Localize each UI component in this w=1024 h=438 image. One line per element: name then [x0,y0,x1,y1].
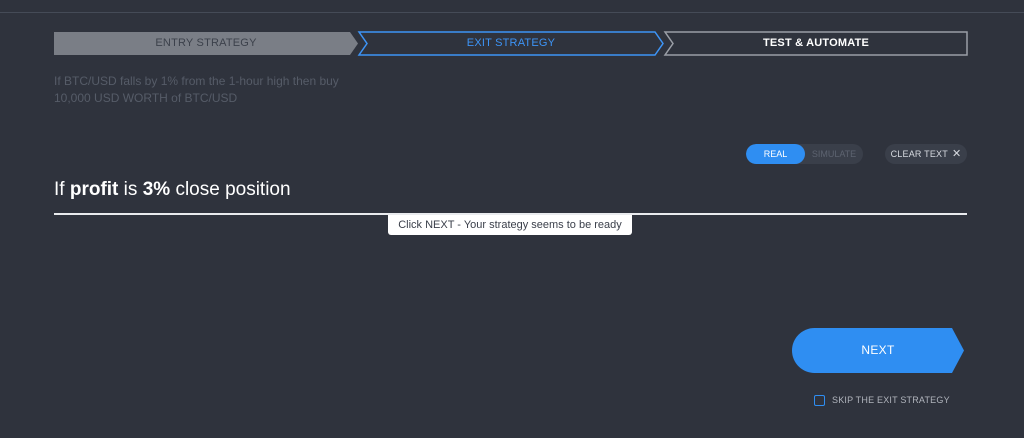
clear-text-button[interactable]: CLEAR TEXT✕ [885,144,967,164]
step-test-automate[interactable]: TEST & AUTOMATE [663,31,968,56]
mode-simulate-option[interactable]: SIMULATE [811,149,857,159]
next-button-shape [792,328,964,373]
strategy-input[interactable]: If profit is 3% close position [54,176,291,204]
step-entry-strategy[interactable]: ENTRY STRATEGY [54,31,358,56]
close-icon: ✕ [951,148,962,160]
skip-checkbox[interactable] [814,395,825,406]
sentence-is: is [123,179,138,200]
next-button[interactable]: NEXT [792,328,964,373]
skip-label: SKIP THE EXIT STRATEGY [832,395,950,405]
top-divider [0,12,1024,13]
clear-text-label: CLEAR TEXT [890,149,948,159]
step-test-label: TEST & AUTOMATE [762,37,870,49]
entry-strategy-summary: If BTC/USD falls by 1% from the 1-hour h… [54,74,339,105]
sentence-value: 3% [142,179,171,200]
step-test-shape [663,31,968,56]
sentence-action: close position [175,179,291,200]
next-button-label: NEXT [861,343,895,357]
mode-toggle[interactable]: REAL SIMULATE [746,144,863,164]
step-entry-shape [54,32,358,55]
input-underline [54,213,967,215]
step-exit-label: EXIT STRATEGY [466,37,556,49]
sentence-if: If [54,179,65,200]
mode-real-option[interactable]: REAL [746,144,805,164]
step-entry-label: ENTRY STRATEGY [155,37,257,49]
sentence-keyword: profit [69,179,119,200]
hint-tooltip: Click NEXT - Your strategy seems to be r… [388,215,632,235]
step-exit-shape [357,31,664,56]
step-exit-strategy[interactable]: EXIT STRATEGY [357,31,664,56]
